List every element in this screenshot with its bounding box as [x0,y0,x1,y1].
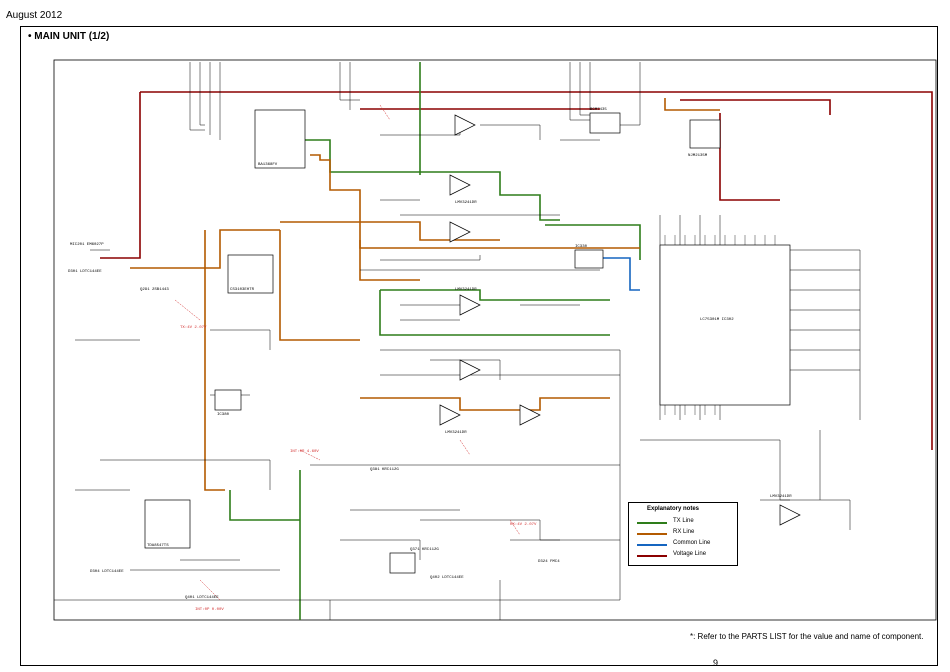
q381-label: Q381 KRC112G [370,468,399,472]
legend-label-tx: TX Line [673,518,694,524]
opamp-6 [519,404,541,426]
opamp-4 [459,294,481,316]
legend-swatch-tx [637,522,667,524]
ic240-label: CS3103EHTR [230,288,255,292]
legend-item-common: Common Line [637,540,737,549]
d304-label: D304 LDTC144EE [90,570,124,574]
header-date: August 2012 [6,10,63,21]
int-voltage-note: INT:0P 4.60V [290,450,319,454]
legend-swatch-common [637,544,667,546]
ic501-body [689,119,721,149]
legend-label-voltage: Voltage Line [673,551,707,557]
q291-label: Q291 2SB1443 [140,288,169,292]
legend-item-voltage: Voltage Line [637,551,737,560]
ic380-label: IC380 [217,413,230,417]
opamp-8 [779,504,801,526]
ic380-body [214,389,242,411]
legend-swatch-rx [637,533,667,535]
schematic-frame [20,26,938,666]
legend-label-rx: RX Line [673,529,695,535]
opamp-7 [459,359,481,381]
ic340-label: LMV3241DR [770,495,792,499]
ic-main-body [659,244,791,406]
ic340-body [389,552,416,574]
schematic-border [53,59,937,621]
ic201-label: LMV3241DR [455,201,477,205]
ic501-label: NJM2135M [688,154,708,158]
q371-label: Q371 KRC112G [410,548,439,552]
legend-title: Explanatory notes [647,506,700,512]
opamp-1 [449,174,471,196]
ic330-label: IC330 [575,245,588,249]
d301-label: D301 LDTC144EE [68,270,102,274]
ic305-label: BCM7435 [590,108,607,112]
legend-label-common: Common Line [673,540,711,546]
ic305-body [589,112,621,134]
q401-label: Q401 LDTC144EE [185,596,219,600]
rx-voltage-note: RX:4V 2.07V [510,523,537,527]
tx-lines [229,62,641,620]
opamp-5 [439,404,461,426]
page-number: 9 [713,658,719,668]
ic303-label: LMV3241DR [445,431,467,435]
legend: Explanatory notes TX Line RX Line Common… [628,502,738,566]
legend-item-tx: TX Line [637,518,737,527]
footnote: *: Refer to the PARTS LIST for the value… [690,632,924,641]
ic-bodies [144,109,791,574]
mic-label: MIC201 EM6027P [70,243,104,247]
common-lines [600,257,640,291]
legend-swatch-voltage [637,555,667,557]
ic562-label: TDA8547TS [147,544,169,548]
ic240-body [227,254,274,294]
ic-main-label: LC75301M IC302 [700,318,734,322]
ic101-body [254,109,306,169]
ic101-label: BA1368FV [258,163,278,167]
ic200-label: LMV3241DR [455,288,477,292]
d324-label: D324 FMC4 [538,560,560,564]
q402-label: Q402 LDTC144EE [430,576,464,580]
ic330-body [574,249,604,269]
voltage-annotations [174,104,521,601]
legend-item-rx: RX Line [637,529,737,538]
opamps [439,114,801,526]
main-ic-pins [664,235,776,415]
rx-lines [130,98,720,491]
aux-voltage-note: INT:0P 0.00V [195,608,224,612]
opamp-3 [454,114,476,136]
tx-voltage-note: TX:4V 2.07V [180,326,207,330]
opamp-2 [449,221,471,243]
ic562-body [144,499,191,549]
section-title: • MAIN UNIT (1/2) [28,31,110,42]
